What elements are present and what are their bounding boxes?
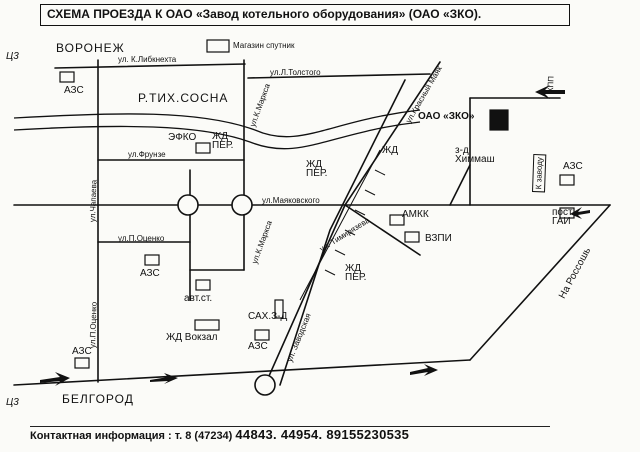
label-shop: Магазин спутник: [233, 41, 295, 50]
building-azs-5: [254, 329, 270, 341]
building-vzpi: [404, 231, 420, 243]
label-otsenko-vertical: ул.П.Оценко: [88, 301, 99, 349]
label-azs-5: АЗС: [248, 341, 268, 352]
roundabout-3: [254, 374, 276, 396]
building-shop: [206, 39, 230, 53]
roundabout-2: [231, 194, 253, 216]
label-gai: пост ГАИ: [552, 207, 573, 227]
building-vokzal: [194, 319, 220, 331]
label-zd-top: ЖД: [382, 145, 399, 156]
building-azs-3: [144, 254, 160, 266]
building-azs-2: [559, 174, 575, 186]
label-zd-per-1: ЖД ПЕР.: [306, 159, 328, 179]
building-azs-1: [59, 71, 75, 83]
label-otsenko: ул.П.Оценко: [118, 234, 165, 243]
label-azs-2: АЗС: [563, 161, 583, 172]
road-liebknecht: [54, 63, 246, 69]
river-tikhaya-sosna: [13, 109, 421, 138]
label-avt-st: авт.ст.: [184, 293, 213, 304]
building-zko: [489, 109, 509, 131]
label-khimmash: з-д Химмаш: [455, 145, 495, 165]
label-zd-per-3: ЖД ПЕР.: [212, 131, 234, 151]
railway: [299, 149, 381, 301]
label-zd-per-2: ЖД ПЕР.: [345, 263, 367, 283]
building-efko: [195, 142, 211, 154]
label-zd-vokzal: ЖД Вокзал: [166, 332, 218, 343]
label-zko: ОАО «ЗКО»: [418, 111, 475, 122]
label-sakh-zd: САХ.З-Д: [248, 311, 288, 322]
label-tolstoy: ул.Л.Толстого: [270, 68, 321, 77]
sign-zavod: К заводу: [532, 153, 547, 193]
arrow-from-belgorod: [40, 372, 70, 386]
road-zavodskaya: [279, 79, 406, 386]
contact-label: Контактная информация : т. 8 (47234): [30, 430, 233, 442]
label-amkk: АМКК: [402, 209, 429, 220]
arrow-mid: [150, 373, 178, 384]
road-rossosh: [469, 204, 611, 361]
label-vzpi: ВЗПИ: [425, 233, 452, 244]
label-liebknecht: ул. К.Либкнехта: [118, 55, 177, 64]
city-belgorod: БЕЛГОРОД: [62, 392, 134, 406]
arrow-rossosh: [570, 207, 590, 219]
map-title: СХЕМА ПРОЕЗДА К ОАО «Завод котельного об…: [40, 4, 570, 26]
contact-numbers: 44843. 44954. 89155230535: [235, 427, 410, 442]
sign-gate: КПП: [546, 75, 556, 93]
road-belgorod: [13, 359, 471, 386]
label-azs-4: АЗС: [72, 346, 92, 357]
arrow-right: [410, 364, 438, 376]
building-azs-4: [74, 357, 90, 369]
road-khimmash: [449, 164, 471, 206]
building-amkk: [389, 214, 405, 226]
label-efko: ЭФКО: [168, 132, 197, 143]
roundabout-1: [177, 194, 199, 216]
city-voronezh: ВОРОНЕЖ: [56, 41, 125, 55]
route-number-top: Ц3: [6, 51, 19, 62]
label-azs-3: АЗС: [140, 268, 160, 279]
label-mayakovsky: ул.Маяковского: [262, 196, 320, 205]
label-chapaev: ул.Чапаева: [88, 179, 99, 223]
road-tolstoy: [247, 73, 431, 79]
arrow-to-factory: [535, 85, 565, 99]
building-avt-st: [195, 279, 211, 291]
road-timiryazev: [344, 204, 421, 256]
label-azs-1: АЗС: [64, 85, 84, 96]
river-label: Р.ТИХ.СОСНА: [138, 91, 229, 105]
route-number-bottom: Ц3: [6, 397, 19, 408]
label-frunze: ул.Фрунзе: [128, 150, 166, 159]
contact-info: Контактная информация : т. 8 (47234) 448…: [30, 426, 550, 444]
building-sakh: [274, 299, 284, 319]
